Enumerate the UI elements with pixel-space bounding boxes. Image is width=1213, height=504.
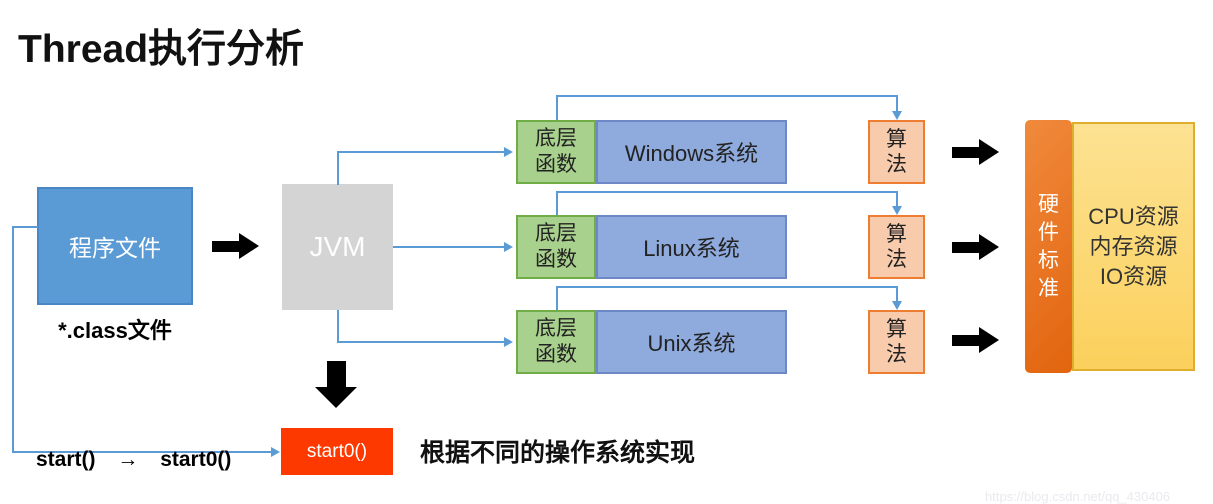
- algo-line1: 算: [886, 318, 907, 341]
- native-func-line2: 函数: [535, 343, 577, 366]
- connector-jvm-windows-v: [337, 152, 339, 185]
- algo-box-linux: 算 法: [868, 215, 925, 279]
- resource-memory: 内存资源: [1089, 233, 1178, 259]
- arrow-stem: [952, 241, 979, 253]
- connector-jvm-unix-arrowhead-icon: [504, 337, 513, 347]
- start0-box: start0(): [281, 428, 393, 475]
- connector-windows-algo-arrowhead-icon: [892, 111, 902, 120]
- start-flow-text: start() → start0(): [36, 448, 231, 472]
- jvm-box: JVM: [282, 184, 393, 310]
- os-box-unix: Unix系统: [596, 310, 787, 374]
- native-func-line1: 底层: [535, 222, 577, 245]
- connector-unix-algo-arrowhead-icon: [892, 301, 902, 310]
- native-func-label: 底层 函数: [535, 316, 577, 368]
- connector-jvm-unix-v: [337, 310, 339, 343]
- algo-line2: 法: [886, 343, 907, 366]
- connector-jvm-windows-h: [337, 151, 505, 153]
- black-arrow-jvm-to-start0-icon: [315, 361, 357, 408]
- arrow-stem: [326, 361, 346, 387]
- black-arrow-linux-to-hw-icon: [952, 234, 999, 260]
- connector-program-left-v: [12, 226, 14, 452]
- connector-linux-algo-v1: [556, 191, 558, 215]
- hw-char-4: 准: [1038, 276, 1059, 300]
- native-func-box-unix: 底层 函数: [516, 310, 596, 374]
- connector-jvm-linux-h: [393, 246, 505, 248]
- os-label-unix: Unix系统: [647, 331, 736, 356]
- native-func-box-linux: 底层 函数: [516, 215, 596, 279]
- program-file-label: 程序文件: [69, 235, 161, 261]
- arrow-stem: [952, 146, 979, 158]
- hardware-standard-box: 硬 件 标 准: [1025, 120, 1072, 373]
- os-box-linux: Linux系统: [596, 215, 787, 279]
- connector-windows-algo-v2: [896, 95, 898, 112]
- jvm-label: JVM: [309, 231, 366, 262]
- arrow-head: [979, 139, 999, 165]
- resource-cpu: CPU资源: [1088, 203, 1179, 229]
- algo-line1: 算: [886, 128, 907, 151]
- algo-label: 算 法: [886, 222, 907, 272]
- class-file-caption: *.class文件: [58, 318, 172, 343]
- program-file-box: 程序文件: [37, 187, 193, 305]
- native-func-label: 底层 函数: [535, 221, 577, 273]
- connector-unix-algo-h: [556, 286, 897, 288]
- arrow-stem: [952, 334, 979, 346]
- algo-line2: 法: [886, 248, 907, 271]
- hw-char-2: 件: [1038, 220, 1059, 244]
- os-label-windows: Windows系统: [624, 141, 759, 166]
- black-arrow-program-to-jvm-icon: [212, 233, 259, 259]
- connector-jvm-windows-arrowhead-icon: [504, 147, 513, 157]
- connector-jvm-unix-h: [337, 341, 505, 343]
- connector-unix-algo-v1: [556, 286, 558, 310]
- hardware-standard-label: 硬 件 标 准: [1038, 191, 1059, 303]
- os-box-windows: Windows系统: [596, 120, 787, 184]
- start0-call-label: start0(): [160, 448, 232, 471]
- algo-line2: 法: [886, 153, 907, 176]
- native-func-label: 底层 函数: [535, 126, 577, 178]
- arrow-head: [239, 233, 259, 259]
- watermark-url: https://blog.csdn.net/qq_430406: [985, 489, 1171, 504]
- connector-unix-algo-v2: [896, 286, 898, 302]
- hw-char-3: 标: [1038, 248, 1059, 272]
- right-arrow-glyph-icon: →: [117, 448, 139, 471]
- algo-box-windows: 算 法: [868, 120, 925, 184]
- arrow-head: [979, 234, 999, 260]
- black-arrow-windows-to-hw-icon: [952, 139, 999, 165]
- native-func-line2: 函数: [535, 248, 577, 271]
- algo-label: 算 法: [886, 127, 907, 177]
- start-call-label: start(): [36, 448, 96, 471]
- resources-label: CPU资源 内存资源 IO资源: [1088, 202, 1178, 292]
- connector-windows-algo-h: [556, 95, 897, 97]
- algo-label: 算 法: [886, 317, 907, 367]
- connector-linux-algo-v2: [896, 191, 898, 207]
- hw-char-1: 硬: [1038, 192, 1059, 216]
- native-func-box-windows: 底层 函数: [516, 120, 596, 184]
- arrow-head: [315, 387, 357, 408]
- black-arrow-unix-to-hw-icon: [952, 327, 999, 353]
- connector-program-start0-h: [12, 451, 272, 453]
- resource-io: IO资源: [1099, 263, 1168, 289]
- algo-box-unix: 算 法: [868, 310, 925, 374]
- native-func-line2: 函数: [535, 153, 577, 176]
- connector-start0-arrowhead-icon: [271, 447, 280, 457]
- native-func-line1: 底层: [535, 127, 577, 150]
- start0-note: 根据不同的操作系统实现: [420, 439, 696, 467]
- connector-windows-algo-v1: [556, 95, 558, 120]
- resources-box: CPU资源 内存资源 IO资源: [1072, 122, 1195, 371]
- connector-linux-algo-h: [556, 191, 897, 193]
- os-label-linux: Linux系统: [643, 236, 740, 261]
- arrow-head: [979, 327, 999, 353]
- algo-line1: 算: [886, 223, 907, 246]
- connector-jvm-linux-arrowhead-icon: [504, 242, 513, 252]
- native-func-line1: 底层: [535, 317, 577, 340]
- arrow-stem: [212, 240, 239, 252]
- start0-label: start0(): [306, 440, 368, 462]
- page-title: Thread执行分析: [18, 28, 305, 71]
- connector-linux-algo-arrowhead-icon: [892, 206, 902, 215]
- connector-program-left-h: [12, 226, 38, 228]
